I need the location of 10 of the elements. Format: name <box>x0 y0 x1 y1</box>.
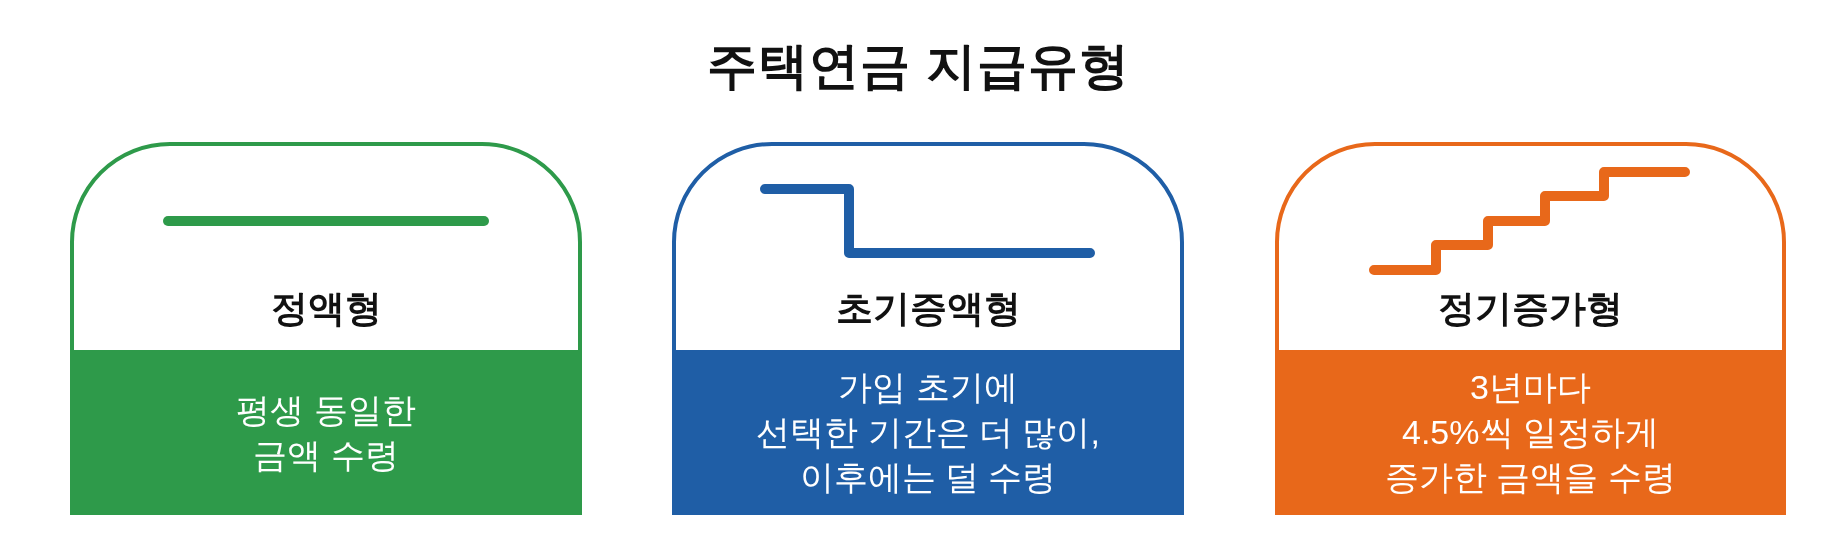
arched-card <box>1275 142 1786 515</box>
description-text: 평생 동일한 금액 수령 <box>236 389 416 476</box>
description-text: 3년마다 4.5%씩 일정하게 증가한 금액을 수령 <box>1385 367 1676 498</box>
diagram-title: 주택연금 지급유형 <box>707 37 1130 96</box>
description-text: 가입 초기에 선택한 기간은 더 많이, 이후에는 덜 수령 <box>756 367 1100 498</box>
card-heading: 정액형 <box>270 287 382 331</box>
card-heading: 정기증가형 <box>1438 287 1623 331</box>
arched-card <box>70 142 582 515</box>
card-heading: 초기증액형 <box>835 287 1021 331</box>
arched-card <box>672 142 1184 515</box>
